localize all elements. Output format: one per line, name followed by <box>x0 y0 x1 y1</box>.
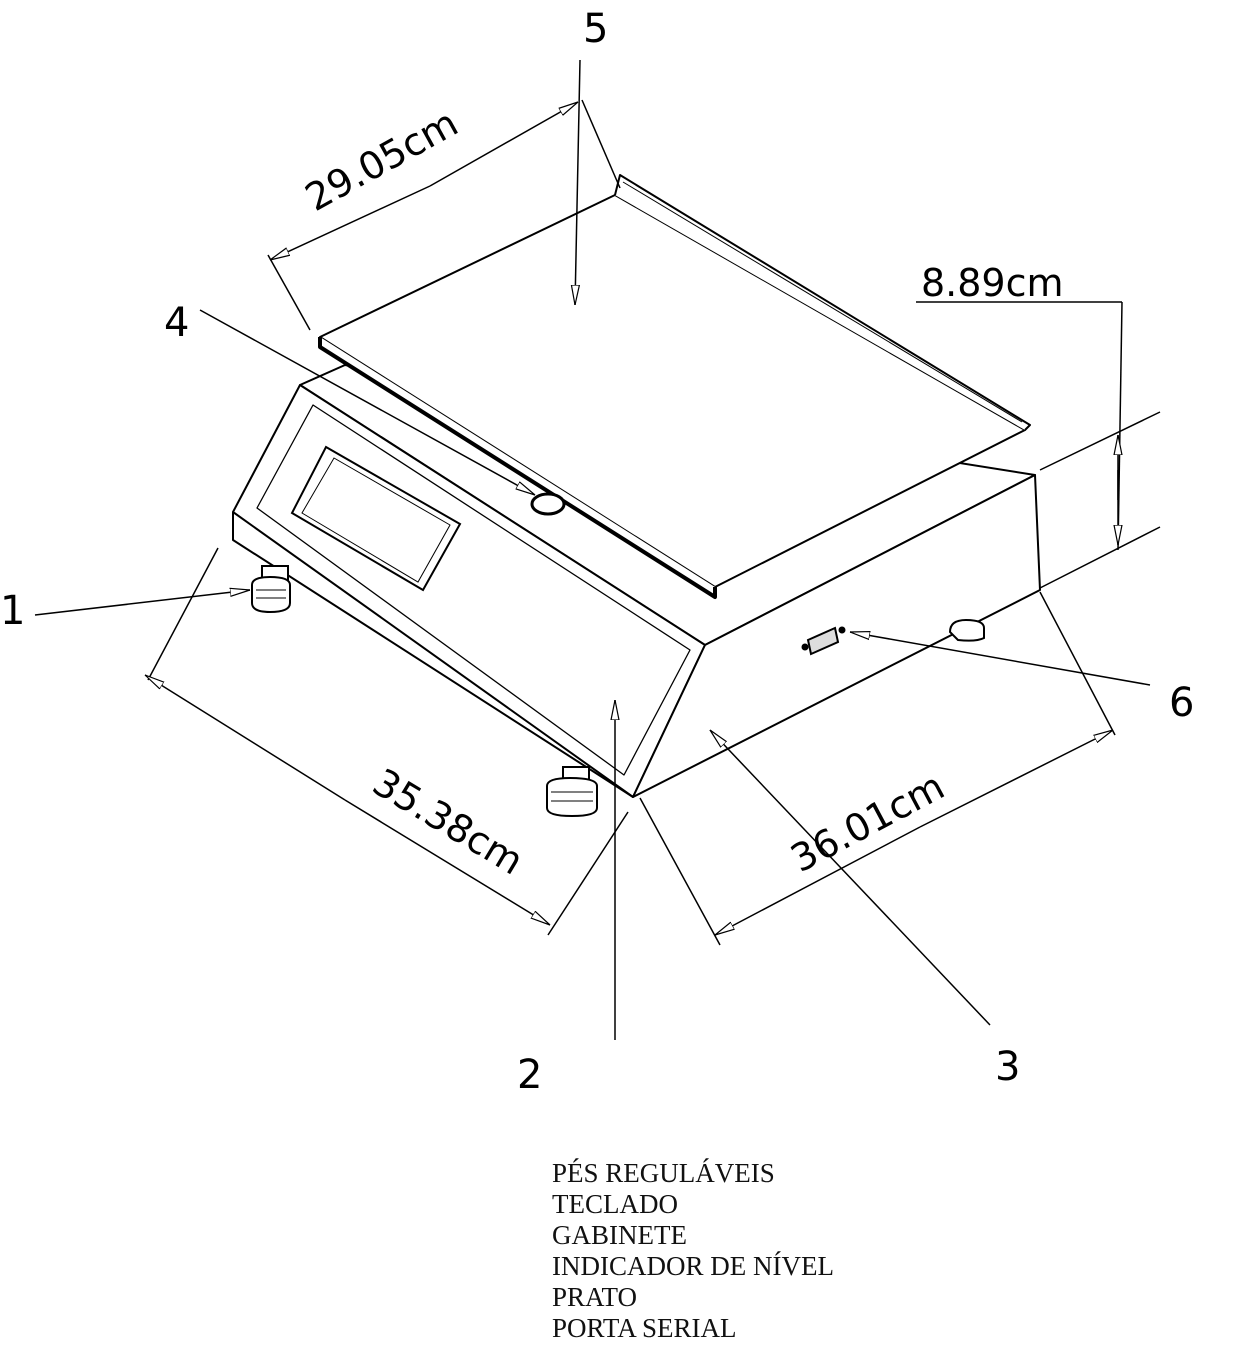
legend-item: TECLADO <box>552 1189 678 1219</box>
dimension-lines <box>145 99 1161 946</box>
callout-6: 6 <box>1169 680 1194 726</box>
callout-1: 1 <box>0 588 25 634</box>
foot-rear-right <box>948 618 985 642</box>
dimension-base-width: 35.38cm <box>365 760 531 884</box>
dimension-height: 8.89cm <box>921 261 1064 305</box>
plate <box>318 174 1031 599</box>
dimension-plate-width: 29.05cm <box>298 101 465 220</box>
callout-3: 3 <box>995 1044 1020 1090</box>
callout-4: 4 <box>164 300 189 346</box>
legend-item: PORTA SERIAL <box>552 1313 737 1343</box>
parts-legend: PÉS REGULÁVEIS TECLADO GABINETE INDICADO… <box>552 1158 952 1344</box>
dimension-depth: 36.01cm <box>784 764 952 881</box>
legend-item: PÉS REGULÁVEIS <box>552 1158 775 1188</box>
legend-item: GABINETE <box>552 1220 687 1250</box>
legend-item: INDICADOR DE NÍVEL <box>552 1251 834 1281</box>
foot-front-right <box>546 766 598 818</box>
adjustable-feet <box>251 565 985 818</box>
display-window <box>290 445 462 592</box>
level-indicator-bubble <box>530 492 566 516</box>
leader-lines <box>34 59 1151 1040</box>
callout-5: 5 <box>583 6 608 52</box>
serial-port <box>801 626 846 656</box>
foot-front-left <box>251 565 291 614</box>
callout-2: 2 <box>517 1052 542 1098</box>
legend-item: PRATO <box>552 1282 638 1312</box>
